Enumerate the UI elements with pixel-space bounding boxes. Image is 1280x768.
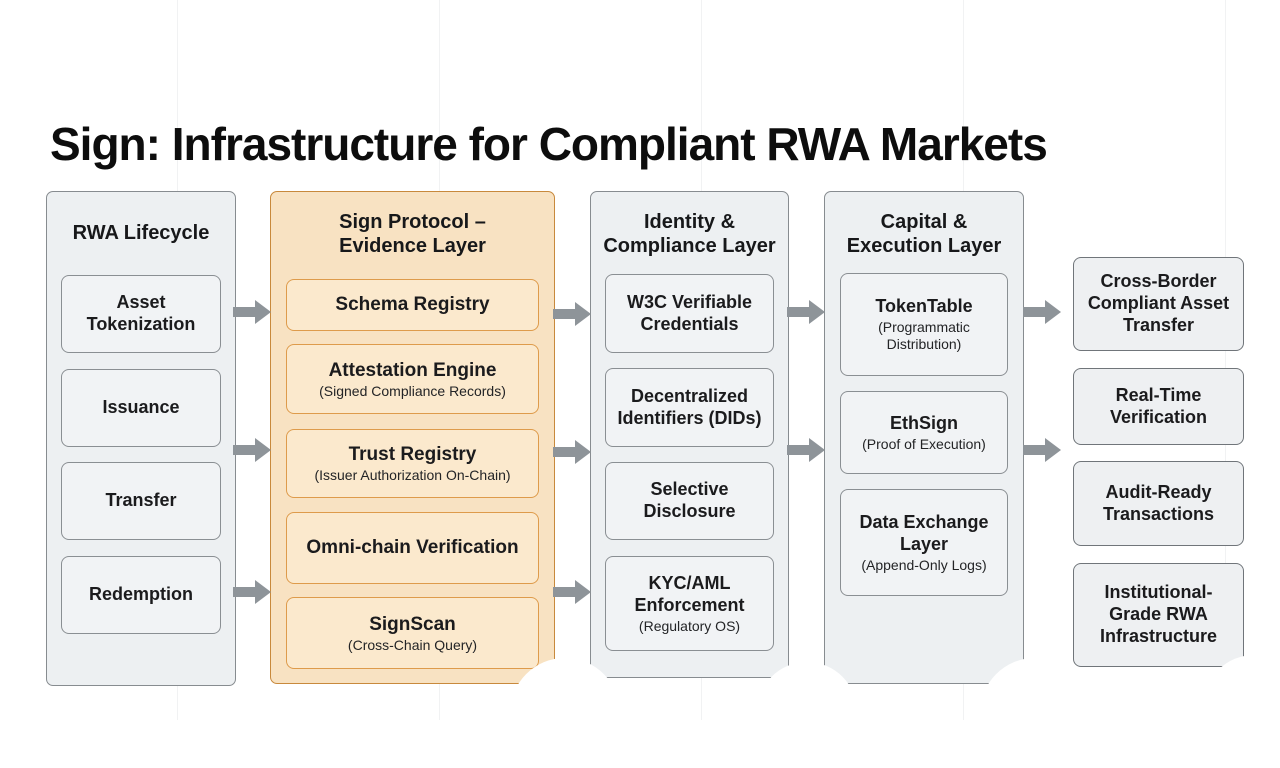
flow-arrow-icon xyxy=(233,580,271,604)
column-header: Identity & Compliance Layer xyxy=(603,211,776,258)
node-attestation-engine: Attestation Engine(Signed Compliance Rec… xyxy=(286,344,539,414)
node-label: Audit-Ready Transactions xyxy=(1102,481,1215,524)
node-label: Decentralized Identifiers (DIDs) xyxy=(617,385,762,428)
node-selective-disclosure: Selective Disclosure xyxy=(605,462,774,540)
node-signscan: SignScan(Cross-Chain Query) xyxy=(286,597,539,669)
node-label: Selective Disclosure xyxy=(643,479,736,521)
slide-title: Sign: Infrastructure for Compliant RWA M… xyxy=(50,117,1048,170)
flow-arrow-icon xyxy=(1023,300,1061,324)
node-label: Institutional-Grade RWA Infrastructure xyxy=(1099,582,1218,646)
node-label: EthSign xyxy=(890,412,958,433)
column-capital-execution-layer: Capital & Execution Layer TokenTable(Pro… xyxy=(824,191,1024,684)
column-header: Sign Protocol – Evidence Layer xyxy=(339,211,486,258)
node-label: Attestation Engine xyxy=(328,359,497,381)
node-ethsign: EthSign (Proof of Execution) xyxy=(840,391,1008,474)
node-w3c-verifiable-credentials: W3C Verifiable Credentials xyxy=(605,274,774,353)
node-sublabel: (Programmatic Distribution) xyxy=(878,319,970,352)
flow-arrow-icon xyxy=(233,438,271,462)
node-label: Issuance xyxy=(102,397,180,418)
flow-arrow-icon xyxy=(1023,438,1061,462)
node-schema-registry: Schema Registry xyxy=(286,279,539,331)
node-label: Real-Time Verification xyxy=(1109,384,1208,427)
column-items: TokenTable(Programmatic Distribution) Eth… xyxy=(825,192,1023,683)
background-gridline xyxy=(1225,0,1226,720)
node-label: SignScan xyxy=(369,613,456,635)
node-issuance: Issuance xyxy=(61,369,221,447)
flow-arrow-icon xyxy=(553,302,591,326)
node-tokentable: TokenTable(Programmatic Distribution) xyxy=(840,273,1008,376)
node-trust-registry: Trust Registry(Issuer Authorization On-C… xyxy=(286,429,539,498)
node-kyc-aml-enforcement: KYC/AML Enforcement (Regulatory OS) xyxy=(605,556,774,651)
flow-arrow-icon xyxy=(787,300,825,324)
node-label: Data Exchange Layer xyxy=(859,511,989,554)
flow-arrow-icon xyxy=(553,580,591,604)
node-redemption: Redemption xyxy=(61,556,221,634)
node-label: W3C Verifiable Credentials xyxy=(626,291,753,334)
node-label: TokenTable xyxy=(875,296,973,317)
node-sublabel: (Signed Compliance Records) xyxy=(319,382,506,399)
node-asset-tokenization: Asset Tokenization xyxy=(61,275,221,353)
column-header: Capital & Execution Layer xyxy=(846,211,1002,258)
column-identity-compliance-layer: Identity & Compliance Layer W3C Verifiab… xyxy=(590,191,789,678)
node-label: Asset Tokenization xyxy=(86,292,196,334)
node-sublabel: (Cross-Chain Query) xyxy=(347,636,478,653)
node-sublabel: (Regulatory OS) xyxy=(638,617,741,634)
node-transfer: Transfer xyxy=(61,462,221,540)
white-cutout-shape xyxy=(510,658,620,768)
node-label: Trust Registry xyxy=(348,444,477,466)
node-sublabel: (Proof of Execution) xyxy=(862,435,986,452)
node-label: Cross-Border Compliant Asset Transfer xyxy=(1087,271,1230,335)
node-decentralized-identifiers-dids: Decentralized Identifiers (DIDs) xyxy=(605,368,774,447)
node-sublabel: (Append-Only Logs) xyxy=(861,556,987,573)
node-label: Omni-chain Verification xyxy=(306,537,519,559)
node-label: Transfer xyxy=(105,490,177,511)
column-sign-protocol-evidence-layer: Sign Protocol – Evidence Layer Schema Re… xyxy=(270,191,555,684)
white-cutout-shape xyxy=(980,658,1090,768)
flow-arrow-icon xyxy=(553,440,591,464)
column-header: RWA Lifecycle xyxy=(72,222,210,244)
node-institutional-grade-rwa-infrastructure: Institutional-Grade RWA Infrastructure xyxy=(1073,563,1244,667)
node-label: KYC/AML Enforcement xyxy=(634,572,745,615)
white-cutout-shape xyxy=(757,662,857,762)
flow-arrow-icon xyxy=(233,300,271,324)
node-label: Redemption xyxy=(88,584,193,605)
node-real-time-verification: Real-Time Verification xyxy=(1073,368,1244,445)
node-cross-border-compliant-asset-transfer: Cross-Border Compliant Asset Transfer xyxy=(1073,257,1244,351)
node-audit-ready-transactions: Audit-Ready Transactions xyxy=(1073,461,1244,546)
node-sublabel: (Issuer Authorization On-Chain) xyxy=(314,467,511,484)
node-omni-chain-verification: Omni-chain Verification xyxy=(286,512,539,584)
flow-arrow-icon xyxy=(787,438,825,462)
node-data-exchange-layer: Data Exchange Layer (Append-Only Logs) xyxy=(840,489,1008,596)
node-label: Schema Registry xyxy=(335,294,490,316)
